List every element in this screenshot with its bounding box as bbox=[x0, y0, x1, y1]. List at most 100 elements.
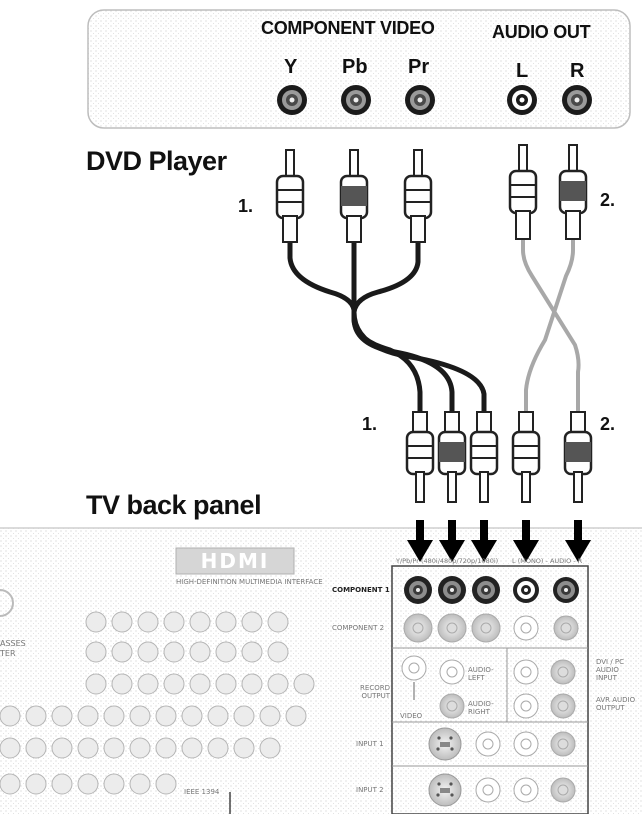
vent-hole-grid bbox=[0, 611, 315, 795]
dvd-jack-pb bbox=[341, 85, 371, 115]
dvd-player-panel bbox=[87, 9, 631, 129]
jack-label-audio-right: AUDIO-RIGHT bbox=[468, 700, 494, 716]
plug-top-pb bbox=[339, 149, 369, 243]
vent-hole bbox=[77, 737, 99, 759]
tv-comp1-pb bbox=[438, 576, 466, 604]
row-label-component1: COMPONENT 1 bbox=[332, 586, 390, 594]
vent-hole bbox=[207, 737, 229, 759]
vent-hole bbox=[189, 611, 211, 633]
jack-label-video: VIDEO bbox=[400, 712, 423, 720]
row-label-input2: INPUT 2 bbox=[356, 786, 384, 794]
vent-hole bbox=[103, 705, 125, 727]
vent-hole bbox=[51, 737, 73, 759]
vent-hole bbox=[77, 773, 99, 795]
jack-label-y: Y bbox=[284, 56, 298, 78]
vent-hole bbox=[155, 773, 177, 795]
tv-comp1-l bbox=[513, 577, 539, 603]
ieee-label: IEEE 1394 bbox=[184, 788, 220, 796]
step-2-top: 2. bbox=[600, 190, 616, 210]
vent-hole bbox=[259, 705, 281, 727]
jack-label-pb: Pb bbox=[342, 56, 368, 78]
tv-back-panel bbox=[0, 528, 642, 814]
plug-bottom-y bbox=[405, 411, 435, 503]
jack-label-pr: Pr bbox=[408, 56, 430, 78]
tv-input2-l bbox=[513, 777, 539, 803]
tv-dvi-right bbox=[550, 659, 576, 685]
vent-hole bbox=[241, 641, 263, 663]
hdmi-tagline: HIGH-DEFINITION MULTIMEDIA INTERFACE bbox=[176, 578, 323, 586]
vent-hole bbox=[259, 737, 281, 759]
dvd-jack-pr bbox=[405, 85, 435, 115]
tv-record-video bbox=[401, 655, 427, 681]
vent-hole bbox=[285, 705, 307, 727]
vent-hole bbox=[241, 673, 263, 695]
hdmi-logo-graphic bbox=[175, 547, 295, 575]
vent-hole bbox=[163, 611, 185, 633]
vent-hole bbox=[215, 611, 237, 633]
vent-hole bbox=[137, 611, 159, 633]
dvd-jack-y bbox=[277, 85, 307, 115]
vent-hole bbox=[0, 737, 21, 759]
dvd-jack-r bbox=[562, 85, 592, 115]
tv-comp1-y bbox=[404, 576, 432, 604]
component-video-label: COMPONENT VIDEO bbox=[261, 18, 435, 38]
connection-arrows bbox=[407, 520, 591, 562]
dvd-jack-l bbox=[507, 85, 537, 115]
row-label-component2: COMPONENT 2 bbox=[332, 624, 385, 632]
jack-label-avr-audio: AVR AUDIO OUTPUT bbox=[596, 696, 636, 712]
connection-arrow bbox=[439, 520, 465, 562]
vent-hole bbox=[25, 773, 47, 795]
vent-hole bbox=[189, 641, 211, 663]
vent-hole bbox=[215, 673, 237, 695]
vent-hole bbox=[85, 611, 107, 633]
plug-bottom-pr bbox=[469, 411, 499, 503]
vent-hole bbox=[103, 773, 125, 795]
vent-hole bbox=[0, 773, 21, 795]
vent-hole bbox=[163, 641, 185, 663]
plug-bottom-pb bbox=[437, 411, 467, 503]
partial-text-2: TER bbox=[0, 649, 16, 658]
tv-input2-video bbox=[475, 777, 501, 803]
vent-hole bbox=[181, 705, 203, 727]
plug-top-l bbox=[508, 144, 538, 240]
vent-hole bbox=[103, 737, 125, 759]
partial-port bbox=[0, 589, 14, 617]
tv-avr-right bbox=[550, 693, 576, 719]
tv-comp2-r bbox=[553, 615, 579, 641]
plug-bottom-r bbox=[563, 411, 593, 503]
row-label-input1: INPUT 1 bbox=[356, 740, 384, 748]
vent-hole bbox=[233, 737, 255, 759]
vent-hole bbox=[111, 673, 133, 695]
vent-hole bbox=[189, 673, 211, 695]
plug-bottom-l bbox=[511, 411, 541, 503]
jack-label-l: L bbox=[516, 60, 529, 82]
dvd-player-title: DVD Player bbox=[86, 146, 227, 176]
connection-arrow bbox=[513, 520, 539, 562]
vent-hole bbox=[129, 705, 151, 727]
vent-hole bbox=[85, 641, 107, 663]
row-label-record-output: RECORD OUTPUT bbox=[360, 684, 390, 700]
tv-comp2-pb bbox=[437, 613, 467, 643]
vent-hole bbox=[267, 641, 289, 663]
plug-top-pr bbox=[403, 149, 433, 243]
step-1-top: 1. bbox=[238, 196, 254, 216]
tv-input2-svideo bbox=[428, 773, 462, 807]
vent-hole bbox=[215, 641, 237, 663]
tv-avr-left bbox=[513, 693, 539, 719]
vent-hole bbox=[51, 773, 73, 795]
vent-hole bbox=[241, 611, 263, 633]
vent-hole bbox=[111, 611, 133, 633]
vent-hole bbox=[137, 641, 159, 663]
vent-hole bbox=[163, 673, 185, 695]
vent-hole bbox=[155, 705, 177, 727]
vent-hole bbox=[25, 705, 47, 727]
vent-hole bbox=[25, 737, 47, 759]
tv-comp2-pr bbox=[471, 613, 501, 643]
connection-arrow bbox=[565, 520, 591, 562]
step-2-bottom: 2. bbox=[600, 414, 616, 434]
jack-label-audio-left: AUDIO-LEFT bbox=[468, 666, 494, 682]
tv-dvi-left bbox=[513, 659, 539, 685]
tv-comp1-r bbox=[553, 577, 579, 603]
